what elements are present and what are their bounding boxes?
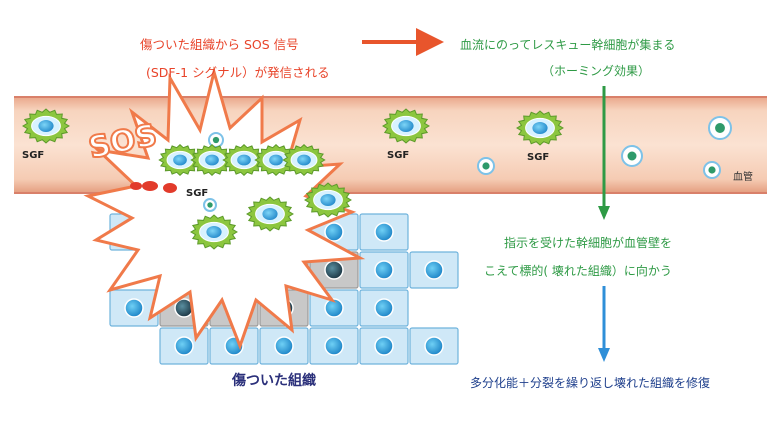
stem-cell <box>246 196 294 232</box>
tissue-cell <box>309 289 359 327</box>
tissue-cell <box>259 327 309 365</box>
blood-cell <box>477 157 495 175</box>
tissue-cell <box>359 251 409 289</box>
tissue-cell <box>359 289 409 327</box>
stem-cell <box>190 214 238 250</box>
tissue-cell <box>359 213 409 251</box>
repair-down-arrow <box>598 286 610 362</box>
tissue-cell <box>209 327 259 365</box>
stem-cell <box>22 108 70 144</box>
stem-cell <box>516 110 564 146</box>
stem-cell <box>190 144 234 176</box>
stem-cell <box>282 144 326 176</box>
blood-cell <box>203 198 217 212</box>
stem-cell <box>382 108 430 144</box>
target-text-line2: こえて標的( 壊れた組織）に向かう <box>484 264 672 278</box>
tissue-cell <box>109 289 159 327</box>
tissue-cell <box>359 327 409 365</box>
signal-text-line2: (SDF-1 シグナル）が発信される <box>146 65 330 80</box>
stem-cell <box>222 144 266 176</box>
repair-text: 多分化能＋分裂を繰り返し壊れた組織を修復 <box>470 376 711 390</box>
tissue-caption: 傷ついた組織 <box>232 373 316 389</box>
homing-text-line2: （ホーミング効果） <box>542 64 651 78</box>
target-text-line1: 指示を受けた幹細胞が血管壁を <box>504 236 673 250</box>
sgf-label: SGF <box>22 150 45 161</box>
sgf-label: SGF <box>387 150 410 161</box>
homing-text-line1: 血流にのってレスキュー幹細胞が集まる <box>460 38 676 52</box>
tissue-cell <box>409 251 459 289</box>
blood-cell <box>621 145 643 167</box>
stem-cells <box>22 108 564 250</box>
sgf-label: SGF <box>527 152 550 163</box>
sos-burst-shape <box>83 66 366 351</box>
circulating-cells <box>203 116 732 212</box>
vessel-wall-break <box>130 181 177 193</box>
vessel-label: 血管 <box>733 172 753 183</box>
tissue-cell <box>309 327 359 365</box>
blood-cell <box>708 116 732 140</box>
homing-down-arrow <box>598 86 610 220</box>
sgf-label: SGF <box>186 188 209 199</box>
signal-text-line1: 傷ついた組織から SOS 信号 <box>140 37 299 52</box>
stem-cell <box>304 182 352 218</box>
tissue-cell <box>409 327 459 365</box>
blood-cell <box>703 161 721 179</box>
